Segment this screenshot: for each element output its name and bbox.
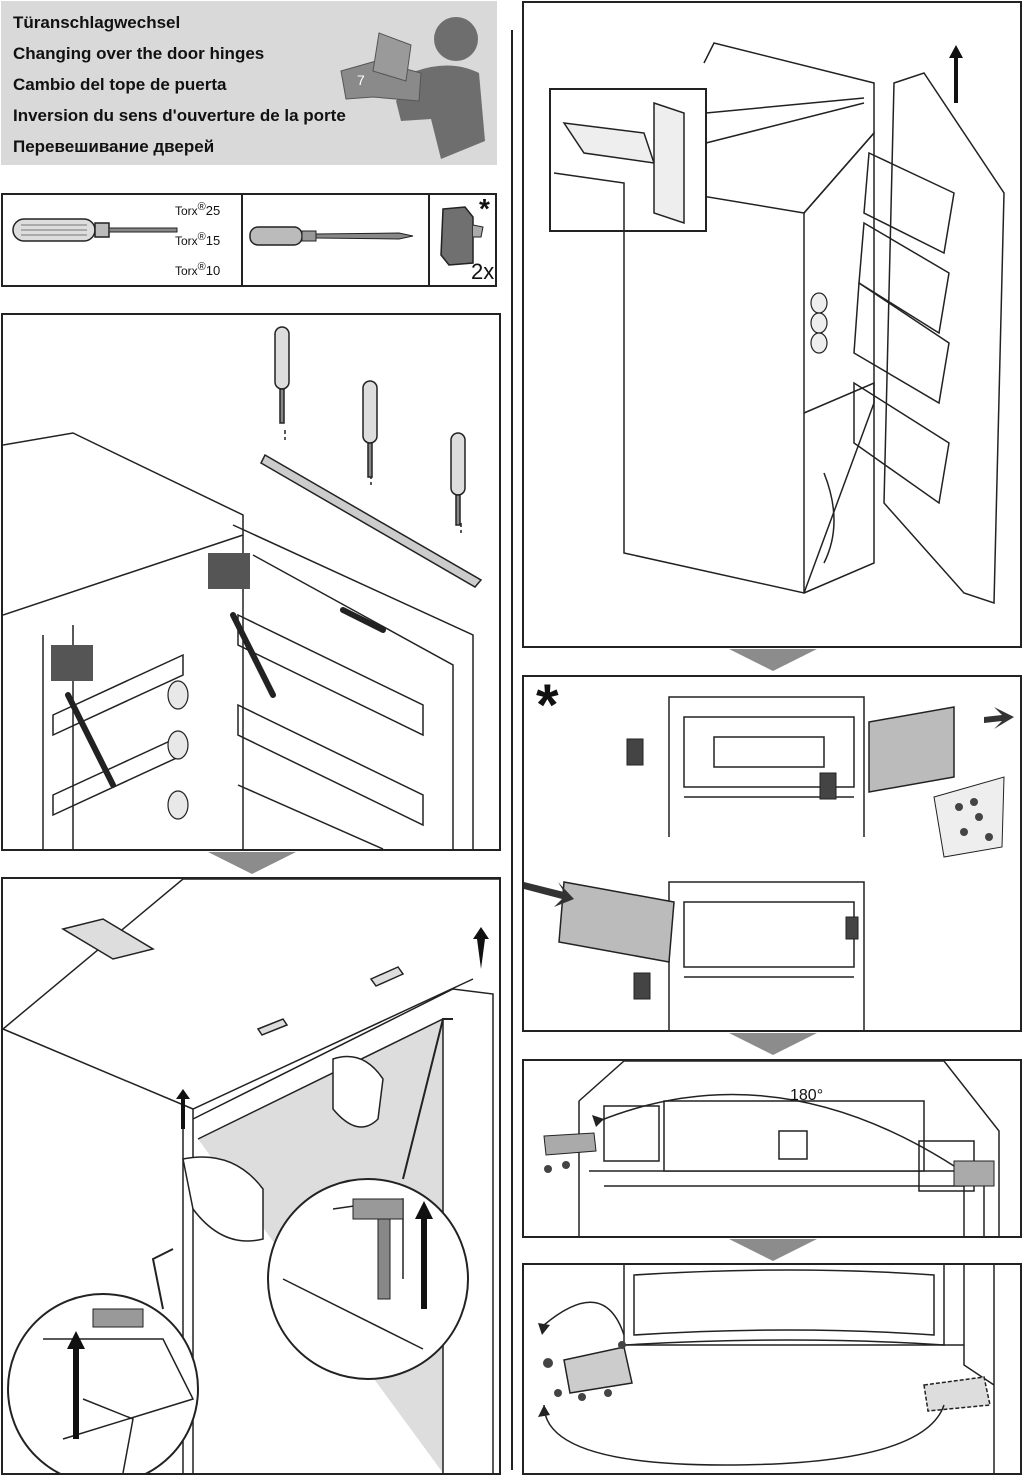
appliance-illustration	[3, 879, 499, 1473]
hinge-rotation-illustration	[543, 1061, 1000, 1236]
rotation-angle-label: 180°	[790, 1087, 824, 1104]
title-french: Inversion du sens d'ouverture de la port…	[13, 106, 346, 125]
rotate-arrow-icon	[592, 1115, 604, 1127]
column-divider	[511, 30, 513, 1470]
step-swap-freezer-flap: *	[522, 675, 1022, 1032]
next-step-arrow	[729, 1239, 817, 1261]
torx-size-15: Torx®15	[175, 231, 221, 248]
tools-box: Torx®25 Torx®15 Torx®10 * 2x	[1, 193, 497, 287]
part-quantity: 2x	[471, 259, 495, 284]
step-rotate-hinge: 180°	[522, 1059, 1022, 1238]
step-lift-door	[1, 877, 501, 1475]
optional-step-asterisk: *	[536, 675, 559, 738]
insert-arrow-icon	[524, 882, 574, 907]
lift-arrow-icon	[949, 45, 963, 103]
step-move-bottom-hinge	[522, 1263, 1022, 1475]
move-arrow-icon	[538, 1323, 550, 1335]
next-step-arrow	[729, 649, 817, 671]
title-english: Changing over the door hinges	[13, 44, 265, 63]
title-german: Türanschlagwechsel	[13, 13, 181, 32]
instruction-header: Türanschlagwechsel Changing over the doo…	[1, 1, 497, 165]
next-step-arrow	[208, 852, 296, 874]
next-step-arrow	[729, 1033, 817, 1055]
torx-screwdriver-icon	[12, 206, 484, 266]
remove-arrow-icon	[984, 707, 1014, 729]
bottom-hinge-illustration	[538, 1265, 995, 1473]
reading-manual-icon: 7	[340, 17, 485, 159]
appliance-illustration	[549, 42, 1005, 605]
tools-divider	[428, 195, 430, 285]
torx-size-25: Torx®25	[175, 201, 221, 218]
step-remove-hinge-cover	[1, 313, 501, 851]
book-number: 7	[357, 72, 365, 88]
optional-asterisk: *	[479, 193, 490, 224]
appliance-illustration	[3, 326, 483, 849]
title-spanish: Cambio del tope de puerta	[13, 75, 227, 94]
title-russian: Перевешивание дверей	[13, 137, 215, 156]
step-remove-door	[522, 1, 1022, 648]
tools-divider	[241, 195, 243, 285]
freezer-compartment-illustration	[524, 696, 1014, 1030]
torx-size-10: Torx®10	[175, 261, 221, 278]
